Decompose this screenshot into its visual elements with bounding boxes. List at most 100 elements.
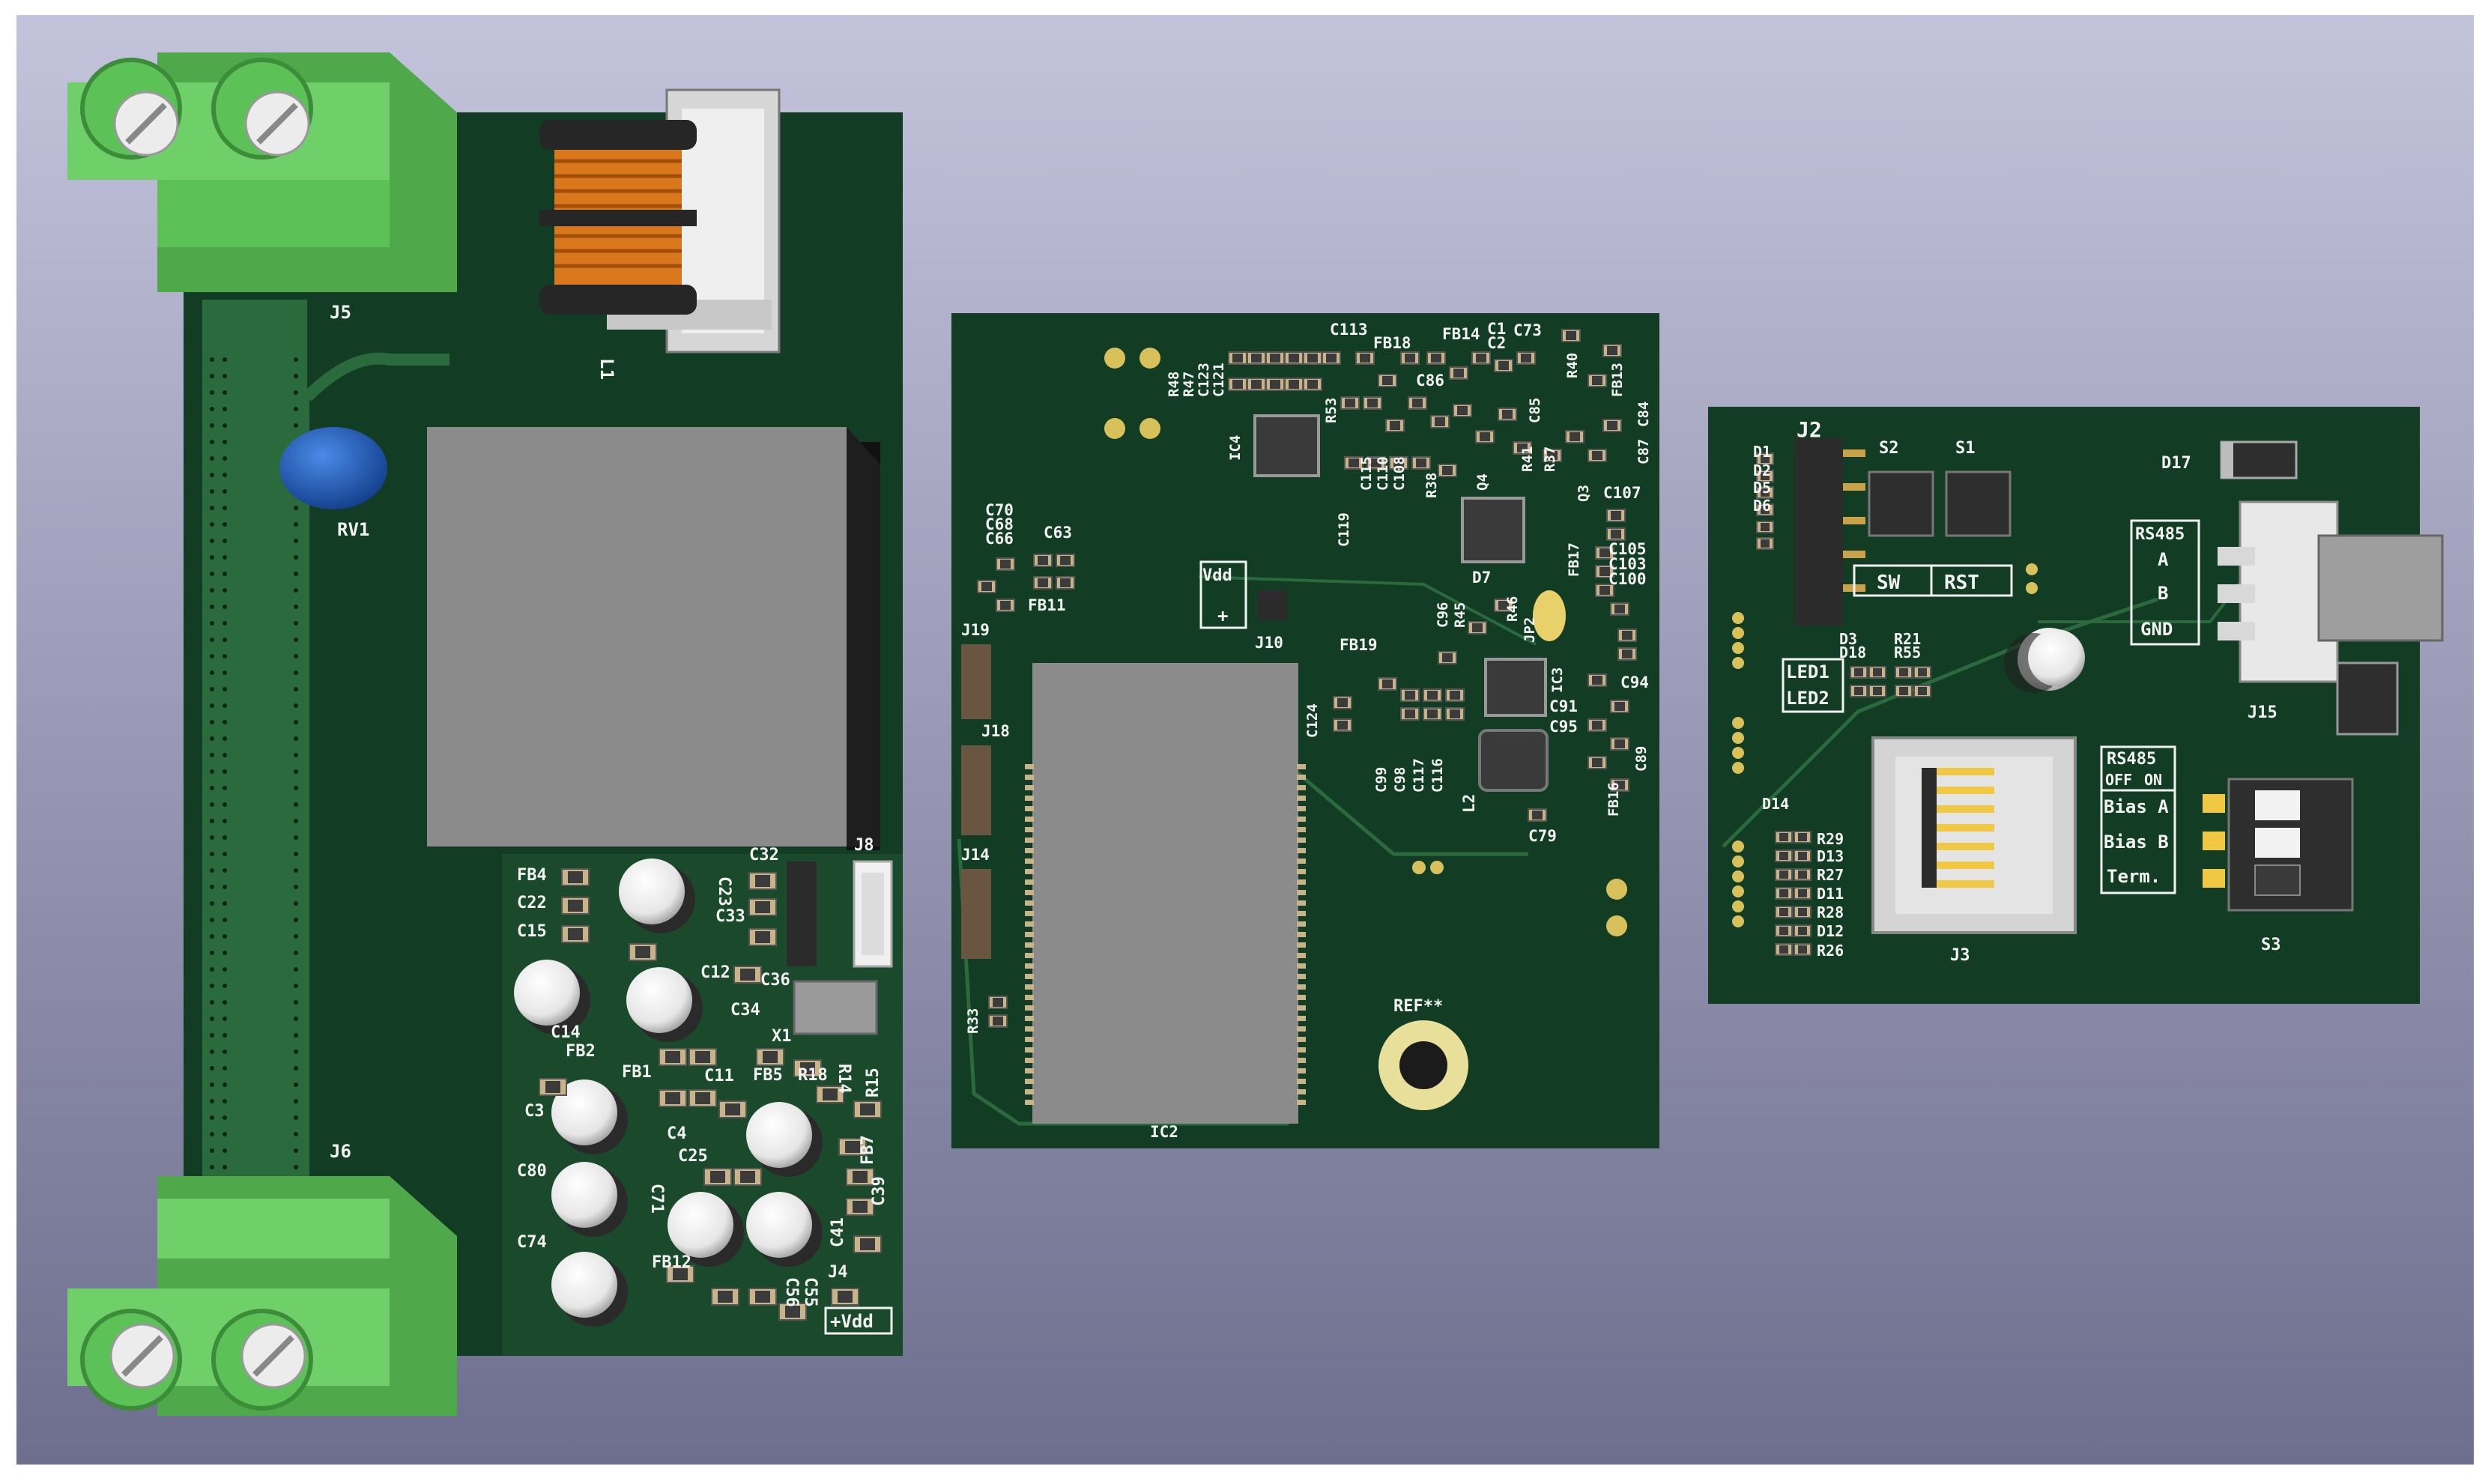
label-c108: C108	[1391, 456, 1408, 491]
via	[294, 637, 298, 642]
smd-part-body	[1232, 354, 1243, 363]
via	[210, 918, 214, 922]
via	[294, 407, 298, 411]
via	[210, 572, 214, 576]
label-rst: RST	[1944, 572, 1979, 594]
label-fb19: FB19	[1340, 636, 1378, 654]
label-rs485-bias: RS485	[2107, 750, 2156, 769]
smd-part-body	[695, 1051, 710, 1063]
smd-part-body	[1000, 560, 1011, 569]
smd-part-body	[1592, 721, 1602, 730]
smd-part-body	[1038, 578, 1048, 587]
label-c3: C3	[524, 1102, 545, 1121]
via	[210, 753, 214, 757]
electrolytic-capacitor	[619, 858, 685, 924]
smd-part-body	[763, 1051, 778, 1063]
electrolytic-capacitor	[514, 960, 580, 1026]
smd-part-body	[1337, 721, 1348, 730]
label-s1: S1	[1955, 439, 1976, 458]
connector-j8	[853, 860, 893, 968]
via	[210, 1050, 214, 1054]
via	[210, 934, 214, 939]
via	[210, 1017, 214, 1021]
smd-part-body	[1289, 380, 1299, 389]
smd-part-body	[673, 1268, 688, 1280]
smd-part-body	[725, 1103, 740, 1115]
label-d12: D12	[1817, 922, 1844, 940]
label-r14: R14	[835, 1064, 853, 1094]
label-l2: L2	[1460, 794, 1478, 813]
module-pin	[1025, 1005, 1034, 1011]
module-pin	[1025, 848, 1034, 853]
via	[223, 769, 227, 774]
smd-part-body	[1382, 376, 1393, 385]
electrolytic-capacitor	[668, 1192, 733, 1258]
label-rs485-top: RS485	[2135, 525, 2185, 544]
via	[223, 621, 227, 626]
module-pin	[1025, 796, 1034, 801]
via	[210, 984, 214, 988]
electrolytic-capacitor	[551, 1252, 617, 1318]
via	[223, 967, 227, 972]
sw-rst-box	[1853, 564, 2013, 597]
smd-components	[539, 868, 882, 1321]
module-pin	[1297, 817, 1306, 822]
smd-part-body	[665, 1092, 680, 1104]
via	[294, 506, 298, 510]
label-bias-a: Bias A	[2104, 796, 2169, 817]
via	[223, 473, 227, 477]
label-j14: J14	[961, 846, 990, 864]
label-fb1: FB1	[622, 1063, 652, 1082]
module-pin	[1025, 900, 1034, 906]
label-r45: R45	[1452, 602, 1468, 628]
via	[223, 670, 227, 675]
smd-part-body	[1349, 458, 1359, 467]
label-r26: R26	[1817, 942, 1844, 960]
via	[294, 654, 298, 658]
label-d17: D17	[2161, 454, 2191, 473]
via	[294, 967, 298, 972]
board-1-trace	[303, 352, 450, 402]
smd-part-body	[568, 900, 583, 912]
via	[294, 1115, 298, 1120]
board-2-mainboard: C113 FB18 FB14 C1 C2 C73 R48 R47 C123 C1…	[951, 313, 1659, 1148]
label-c91: C91	[1549, 697, 1578, 715]
label-c110: C110	[1375, 456, 1391, 491]
module-pin	[1025, 995, 1034, 1000]
label-ic4: IC4	[1227, 435, 1244, 461]
label-led1: LED1	[1786, 661, 1829, 682]
smd-part-body	[1337, 698, 1348, 707]
module-pin	[1297, 838, 1306, 843]
smd-part-body	[1345, 399, 1355, 408]
label-c22: C22	[517, 894, 547, 912]
via	[223, 802, 227, 807]
label-c11: C11	[704, 1067, 734, 1085]
label-c73: C73	[1513, 321, 1542, 339]
label-fb14: FB14	[1442, 325, 1480, 343]
via	[210, 1066, 214, 1070]
via	[294, 901, 298, 906]
label-c56: C56	[782, 1277, 801, 1307]
via	[210, 605, 214, 609]
power-module	[427, 427, 847, 847]
via	[210, 621, 214, 626]
smd-part-body	[1873, 668, 1882, 676]
smd-part-body	[1393, 458, 1404, 467]
smd-part-body	[785, 1306, 800, 1318]
header-j19	[961, 644, 991, 719]
label-r55: R55	[1894, 643, 1921, 661]
smd-part-body	[1517, 443, 1528, 452]
label-s2: S2	[1879, 439, 1899, 458]
rs485-terminal-box	[2130, 519, 2200, 646]
via	[210, 440, 214, 444]
module-pin	[1297, 963, 1306, 969]
via	[210, 506, 214, 510]
via	[210, 357, 214, 362]
label-c1: C1	[1487, 320, 1506, 338]
smd-part-body	[1611, 511, 1621, 520]
via	[294, 357, 298, 362]
via	[223, 1033, 227, 1038]
module-pin	[1297, 858, 1306, 864]
smd-part-body	[1431, 354, 1441, 363]
via	[294, 555, 298, 560]
